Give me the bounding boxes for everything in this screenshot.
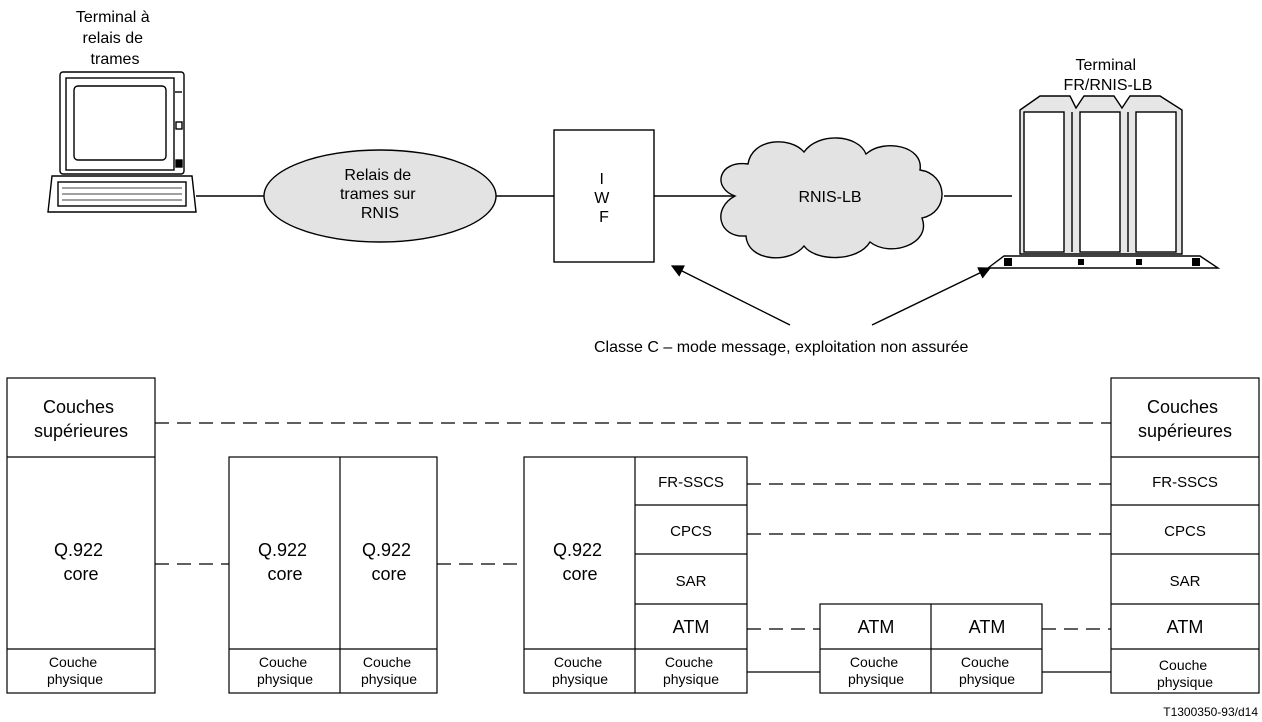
physical-iwf-b: Couche physique: [663, 654, 719, 687]
rnis-lb-label: RNIS-LB: [798, 189, 861, 206]
physical-switch-a: Couche physique: [848, 654, 904, 687]
figure-reference: T1300350-93/d14: [1163, 705, 1258, 719]
fr-sscs-right: FR-SSCS: [1152, 474, 1218, 491]
arrow-to-iwf: [670, 265, 791, 326]
atm-right: ATM: [1167, 617, 1204, 637]
terminal-right-label: Terminal FR/RNIS-LB: [1064, 57, 1153, 94]
physical-fr-b: Couche physique: [361, 654, 417, 687]
stack-left-terminal: [6, 377, 156, 694]
fr-sscs-iwf: FR-SSCS: [658, 474, 724, 491]
q922-core-fr-a: Q.922 core: [258, 540, 312, 584]
rnis-lb-cloud: [720, 137, 943, 259]
atm-iwf: ATM: [673, 617, 710, 637]
physical-switch-b: Couche physique: [959, 654, 1015, 687]
physical-right: Couche physique: [1157, 657, 1213, 690]
sar-iwf: SAR: [676, 573, 707, 590]
upper-layers-left: Couches supérieures: [34, 397, 128, 441]
physical-left: Couche physique: [47, 654, 103, 687]
atm-switch-b: ATM: [969, 617, 1006, 637]
q922-core-iwf: Q.922 core: [553, 540, 607, 584]
stack-right-terminal: [1110, 377, 1260, 694]
physical-fr-a: Couche physique: [257, 654, 313, 687]
computer-terminal-icon: [47, 71, 197, 213]
arrow-to-terminal: [871, 267, 992, 326]
frame-relay-network-label: Relais de trames sur RNIS: [340, 167, 420, 222]
cpcs-right: CPCS: [1164, 523, 1206, 540]
stack-frame-relay-network: [228, 456, 438, 694]
cpcs-iwf: CPCS: [670, 523, 712, 540]
sar-right: SAR: [1170, 573, 1201, 590]
iwf-label: I W F: [594, 171, 614, 226]
classe-c-label: Classe C – mode message, exploitation no…: [594, 339, 969, 356]
physical-iwf-a: Couche physique: [552, 654, 608, 687]
peer-connections: [155, 422, 1111, 630]
q922-core-left: Q.922 core: [54, 540, 108, 584]
iwf-box: [553, 129, 655, 263]
server-terminal-icon: [985, 95, 1221, 269]
atm-switch-a: ATM: [858, 617, 895, 637]
upper-layers-right: Couches supérieures: [1138, 397, 1232, 441]
terminal-left-label: Terminal à relais de trames: [76, 9, 154, 68]
q922-core-fr-b: Q.922 core: [362, 540, 416, 584]
